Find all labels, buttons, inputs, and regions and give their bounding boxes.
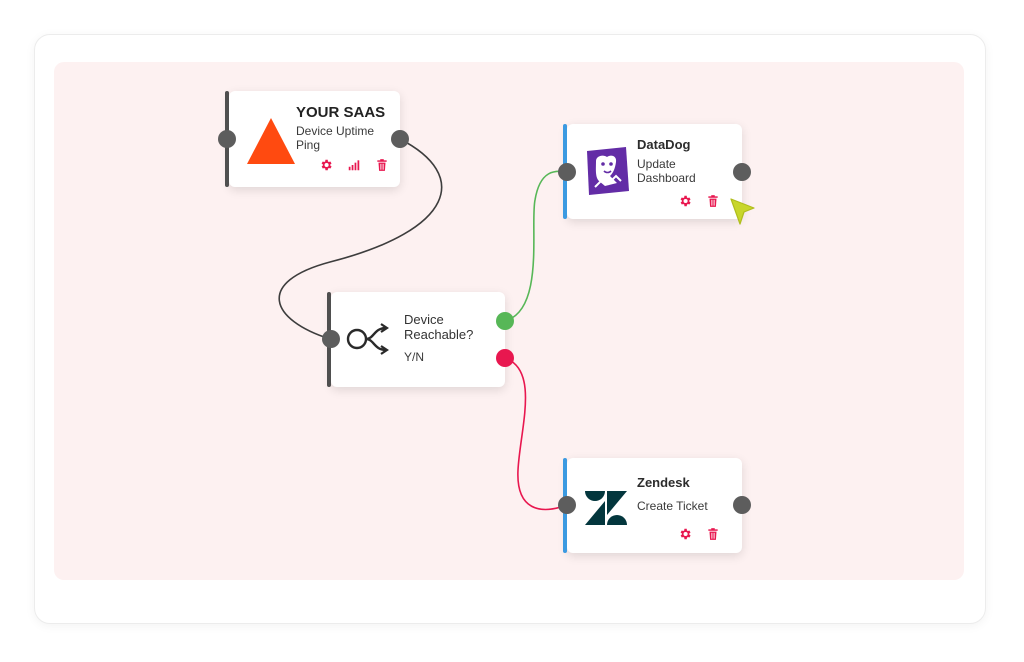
output-port[interactable] <box>733 496 751 514</box>
no-output-port[interactable] <box>496 349 514 367</box>
input-port[interactable] <box>558 496 576 514</box>
trash-icon[interactable] <box>706 194 720 208</box>
gear-icon[interactable] <box>319 158 333 172</box>
datadog-logo <box>587 147 629 195</box>
input-port[interactable] <box>322 330 340 348</box>
node-actions <box>678 194 720 208</box>
subtitle-line2: Dashboard <box>637 171 696 185</box>
node-datadog[interactable]: DataDog Update Dashboard <box>558 124 751 219</box>
gear-icon[interactable] <box>678 194 692 208</box>
subtitle-line2: Ping <box>296 138 321 152</box>
output-port[interactable] <box>733 163 751 181</box>
node-actions <box>319 158 389 172</box>
mouse-cursor-icon <box>730 198 755 225</box>
node-zendesk[interactable]: Zendesk Create Ticket <box>558 458 751 553</box>
node-your-saas[interactable]: YOUR SAAS Device Uptime Ping <box>218 91 409 187</box>
input-port[interactable] <box>558 163 576 181</box>
title-line1: Device <box>404 312 444 327</box>
node-title: Zendesk <box>637 475 690 490</box>
subtitle-line1: Update <box>637 157 676 171</box>
subtitle-line1: Device Uptime <box>296 124 375 138</box>
signal-bars-icon[interactable] <box>347 158 361 172</box>
trash-icon[interactable] <box>706 527 720 541</box>
warning-triangle-icon <box>247 118 295 164</box>
node-title: Device Reachable? <box>404 312 473 342</box>
node-title: DataDog <box>637 137 691 152</box>
node-actions <box>678 527 720 541</box>
output-port[interactable] <box>391 130 409 148</box>
node-subtitle: Update Dashboard <box>637 157 696 185</box>
node-subtitle: Create Ticket <box>637 499 708 513</box>
node-device-reachable[interactable]: Device Reachable? Y/N <box>322 292 514 387</box>
node-subtitle: Device Uptime Ping <box>296 124 374 152</box>
yes-output-port[interactable] <box>496 312 514 330</box>
node-subtitle: Y/N <box>404 350 425 364</box>
node-title: YOUR SAAS <box>296 104 386 121</box>
gear-icon[interactable] <box>678 527 692 541</box>
input-port[interactable] <box>218 130 236 148</box>
title-line2: Reachable? <box>404 327 474 342</box>
trash-icon[interactable] <box>375 158 389 172</box>
zendesk-logo <box>585 491 627 525</box>
branch-split-icon <box>346 323 389 355</box>
